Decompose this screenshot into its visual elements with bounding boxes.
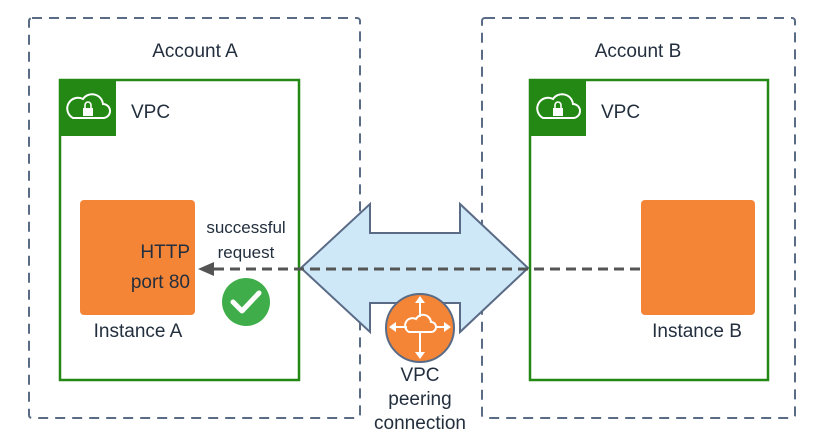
instance-a-body-line2: port 80: [131, 272, 190, 293]
vpc-a-boundary: [58, 78, 301, 382]
vpc-b-label: VPC: [601, 102, 640, 123]
instance-b-label: Instance B: [652, 321, 742, 342]
account-a-title: Account A: [152, 41, 238, 62]
account-a-boundary: [28, 17, 361, 419]
instance-a-body-line1: HTTP: [140, 242, 190, 263]
account-b-title: Account B: [595, 41, 682, 62]
instance-a-box: [80, 200, 195, 315]
request-label-line1: successful: [206, 218, 285, 237]
peering-label-line1: VPC: [400, 365, 439, 386]
peering-label-line3: connection: [374, 413, 466, 434]
router-icon: [385, 293, 455, 363]
vpc-a-label: VPC: [131, 102, 170, 123]
cloud-lock-icon: [60, 80, 116, 136]
cloud-lock-icon: [530, 80, 586, 136]
instance-b-box: [641, 200, 755, 315]
peering-label-line2: peering: [388, 389, 451, 410]
check-circle-icon: [222, 278, 270, 326]
instance-a-label: Instance A: [94, 321, 183, 342]
request-arrowhead: [198, 262, 214, 276]
request-label-line2: request: [218, 243, 275, 262]
vpc-b-boundary: [528, 78, 770, 382]
account-b-boundary: [481, 17, 796, 419]
